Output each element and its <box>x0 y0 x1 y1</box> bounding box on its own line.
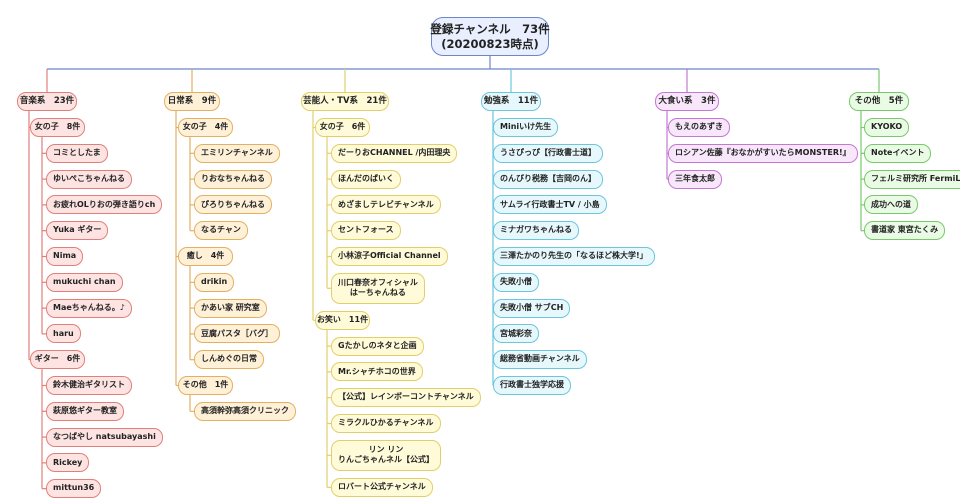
channel-item[interactable]: めざましテレビチャンネル <box>331 195 441 215</box>
channel-item[interactable]: 萩原悠ギター教室 <box>46 401 124 421</box>
group-daily-2[interactable]: その他 1件 <box>178 376 233 395</box>
channel-item[interactable]: のんびり税務【吉岡のん】 <box>493 169 603 189</box>
group-music-0[interactable]: 女の子 8件 <box>30 118 85 137</box>
channel-item[interactable]: お疲れOLりおの弾き語りch <box>46 195 163 215</box>
channel-item[interactable]: なつばやし natsubayashi <box>46 427 163 447</box>
channel-item[interactable]: うさぴっぴ【行政書士道】 <box>493 143 603 163</box>
channel-item[interactable]: もえのあずき <box>668 118 730 137</box>
channel-item[interactable]: mukuchi chan <box>46 272 123 292</box>
group-music-1[interactable]: ギター 6件 <box>30 350 85 370</box>
channel-item[interactable]: 失敗小僧 <box>493 272 539 292</box>
root-subtitle: (20200823時点) <box>441 36 539 51</box>
channel-item[interactable]: Maeちゃんねる。♪ <box>46 298 132 318</box>
channel-item[interactable]: Yuka ギター <box>46 221 109 241</box>
channel-item[interactable]: Miniいけ先生 <box>493 118 559 137</box>
channel-item[interactable]: しんめぐの日常 <box>194 350 264 370</box>
channel-item[interactable]: Rickey <box>46 453 90 473</box>
channel-item[interactable]: ほんだのばいく <box>331 169 401 189</box>
group-daily-0[interactable]: 女の子 4件 <box>178 118 233 137</box>
channel-item[interactable]: 宮城彩奈 <box>493 324 539 344</box>
channel-item[interactable]: drikin <box>194 272 235 292</box>
section-music[interactable]: 音楽系 23件 <box>17 92 77 111</box>
group-entertainer-1[interactable]: お笑い 11件 <box>315 310 370 330</box>
root-title: 登録チャンネル 73件 <box>430 21 550 36</box>
channel-item[interactable]: 高須幹弥高須クリニック <box>194 401 296 421</box>
group-daily-1[interactable]: 癒し 4件 <box>178 247 233 266</box>
channel-item[interactable]: ロバート公式チャンネル <box>331 477 433 497</box>
channel-item[interactable]: ぴろりちゃんねる <box>194 195 272 215</box>
channel-item[interactable]: Mr.シャチホコの世界 <box>331 362 423 382</box>
channel-item[interactable]: リン リンりんごちゃんネル【公式】 <box>331 439 441 471</box>
channel-item[interactable]: 鈴木健治ギタリスト <box>46 376 132 395</box>
channel-item[interactable]: 成功への道 <box>864 195 918 215</box>
channel-item[interactable]: ゆいぺこちゃんねる <box>46 169 132 189</box>
channel-item[interactable]: mittun36 <box>46 479 102 499</box>
channel-item[interactable]: 三年食太郎 <box>668 169 722 189</box>
channel-item[interactable]: 行政書士独学応援 <box>493 376 571 395</box>
channel-item[interactable]: りおなちゃんねる <box>194 169 272 189</box>
channel-item[interactable]: 【公式】レインボーコントチャンネル <box>331 388 481 408</box>
channel-item[interactable]: 書道家 東宮たくみ <box>864 221 946 241</box>
section-study[interactable]: 勉強系 11件 <box>481 92 541 111</box>
channel-item[interactable]: 失敗小僧 サブCH <box>493 298 571 318</box>
channel-item[interactable]: セントフォース <box>331 221 401 241</box>
channel-item[interactable]: 三澤たかのり先生の「なるほど株大学!」 <box>493 247 655 266</box>
channel-item[interactable]: エミリンチャンネル <box>194 143 280 163</box>
channel-item[interactable]: ロシアン佐藤『おなかがすいたらMONSTER!』 <box>668 143 858 163</box>
channel-item[interactable]: フェルミ研究所 FermiLab <box>864 169 960 189</box>
channel-item[interactable]: Nima <box>46 247 84 266</box>
channel-item[interactable]: だーりおCHANNEL /内田理央 <box>331 143 458 163</box>
channel-item[interactable]: サムライ行政書士TV / 小島 <box>493 195 607 215</box>
channel-item[interactable]: 豆腐パスタ［バグ］ <box>194 324 280 344</box>
root-node[interactable]: 登録チャンネル 73件 (20200823時点) <box>430 17 550 56</box>
channel-item[interactable]: KYOKO <box>864 118 910 137</box>
section-daily[interactable]: 日常系 9件 <box>164 92 220 111</box>
channel-item[interactable]: ミラクルひかるチャンネル <box>331 414 441 433</box>
channel-item[interactable]: かあい家 研究室 <box>194 298 267 318</box>
section-eating[interactable]: 大食い系 3件 <box>655 92 719 111</box>
group-entertainer-0[interactable]: 女の子 6件 <box>315 118 370 137</box>
section-entertainer[interactable]: 芸能人・TV系 21件 <box>301 92 389 111</box>
channel-item[interactable]: Noteイベント <box>864 143 932 163</box>
channel-item[interactable]: なるチャン <box>194 221 248 241</box>
channel-item[interactable]: 小林涼子Official Channel <box>331 247 448 266</box>
channel-item[interactable]: Gたかしのネタと企画 <box>331 336 424 356</box>
section-other[interactable]: その他 5件 <box>849 92 909 111</box>
channel-item[interactable]: 総務省動画チャンネル <box>493 350 587 370</box>
channel-item[interactable]: コミとしたま <box>46 143 108 163</box>
channel-item[interactable]: 川口春奈オフィシャルはーちゃんねる <box>331 272 425 304</box>
channel-item[interactable]: ミナガワちゃんねる <box>493 221 579 241</box>
channel-item[interactable]: haru <box>46 324 81 344</box>
